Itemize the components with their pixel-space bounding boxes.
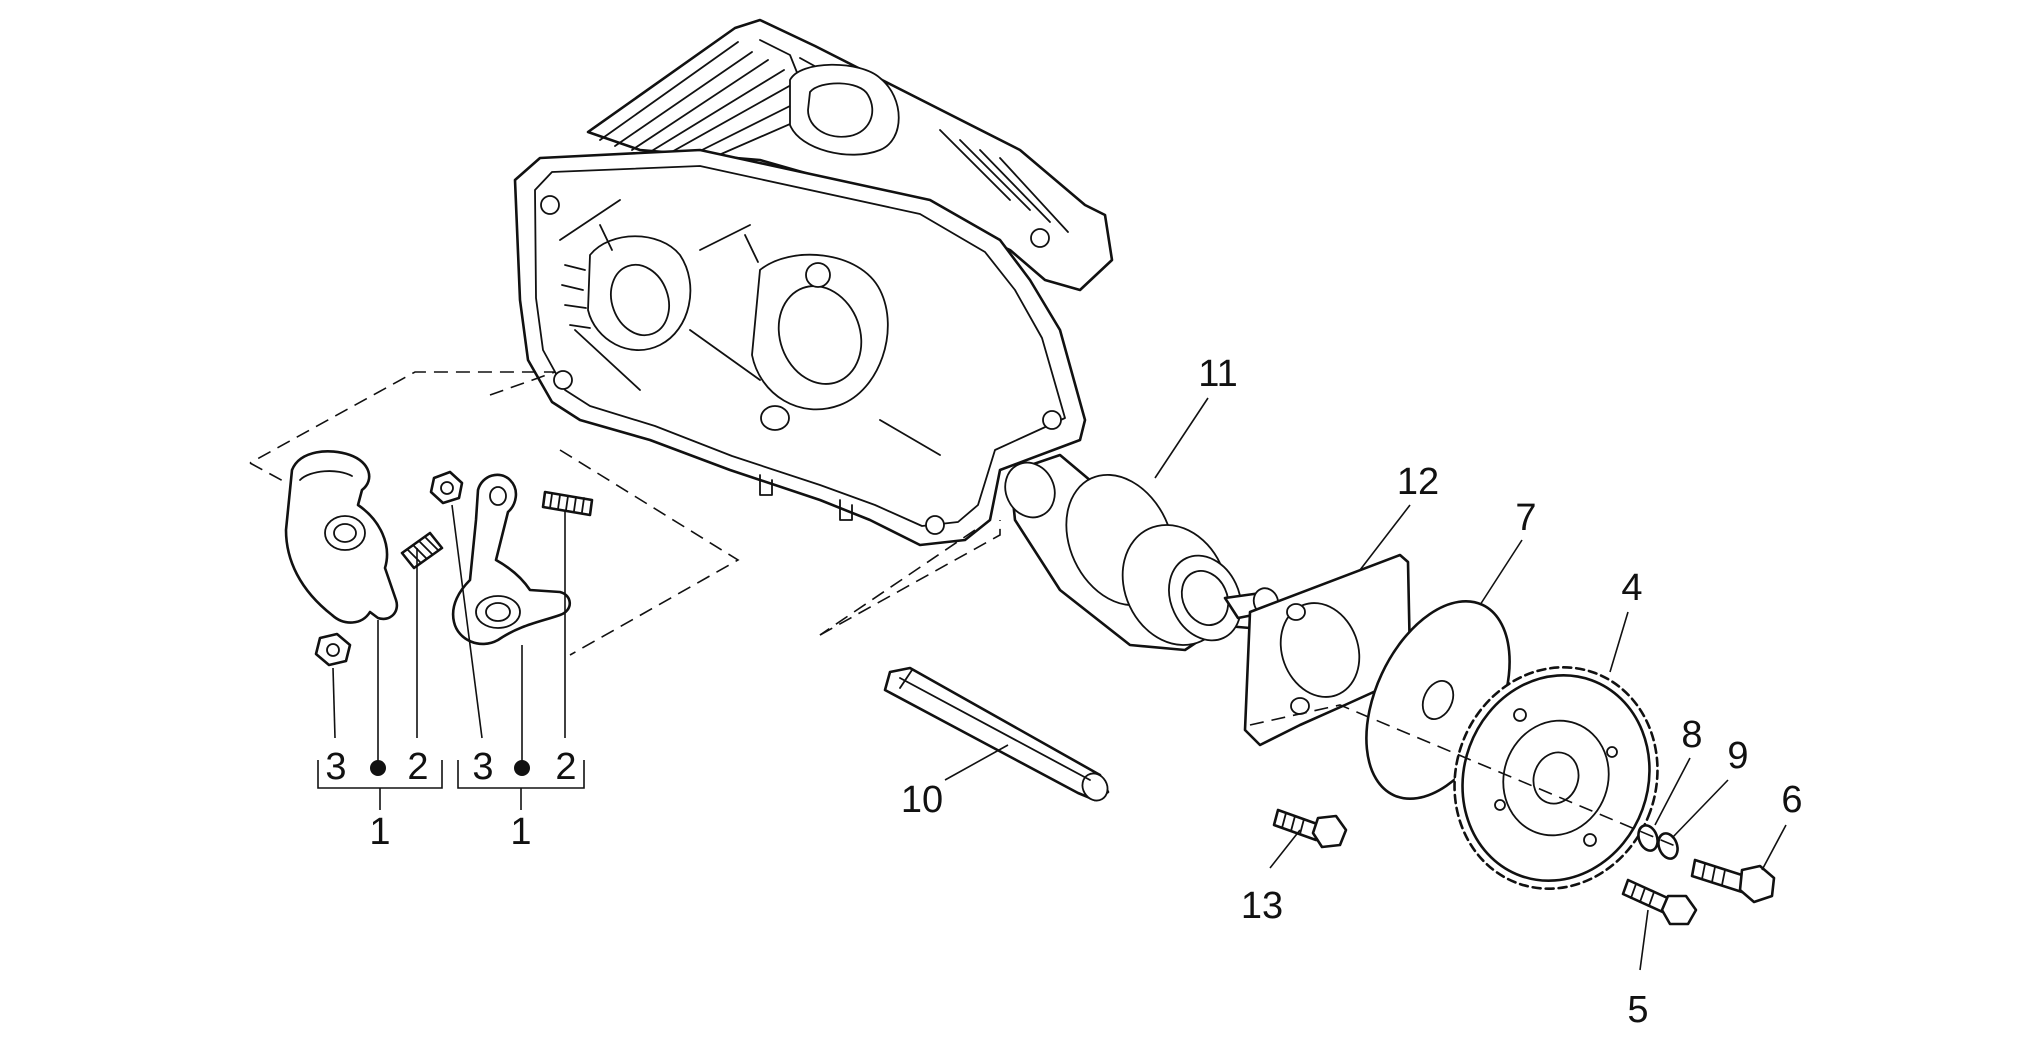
callout-13: 13 [1241, 885, 1283, 927]
callout-6: 6 [1781, 779, 1802, 821]
rocker-arm-right [451, 473, 572, 646]
kit-bracket-right [457, 760, 585, 810]
callout-12: 12 [1397, 461, 1439, 503]
callout-7: 7 [1515, 497, 1536, 539]
timing-sprocket [1453, 666, 1659, 890]
callout-1-right: 1 [510, 811, 531, 853]
washer-9 [1657, 832, 1679, 860]
rocker-locator-line-b [249, 462, 286, 483]
rocker-locator-line-c [559, 449, 740, 656]
shaft-locator-line [819, 520, 1001, 636]
nut-right [429, 470, 464, 505]
callout-3-right: 3 [472, 746, 493, 788]
kit-bracket-left [317, 760, 443, 810]
camshaft-axis-line [1249, 704, 1681, 849]
callout-2-right: 2 [555, 746, 576, 788]
callout-9: 9 [1727, 735, 1748, 777]
kit-dot-right [514, 760, 530, 776]
callout-3-left: 3 [325, 746, 346, 788]
cylinder-head [513, 18, 1114, 547]
callout-2-left: 2 [407, 746, 428, 788]
rocker-locator-line-d [819, 529, 976, 636]
adjuster-screw-left [400, 531, 444, 570]
bolt-5 [1621, 878, 1698, 926]
callout-10: 10 [901, 779, 943, 821]
gasket-plate [1243, 553, 1412, 747]
callout-11: 11 [1198, 353, 1237, 395]
callout-4: 4 [1621, 567, 1642, 609]
leader-lines [332, 397, 1787, 971]
nut-left [314, 632, 352, 667]
callout-1-left: 1 [369, 811, 390, 853]
rocker-locator-line-a [249, 371, 556, 464]
rocker-shaft [883, 666, 1110, 802]
callout-5: 5 [1627, 989, 1648, 1031]
bolt-13 [1272, 808, 1348, 849]
camshaft [1004, 453, 1280, 652]
adjuster-screw-right [541, 490, 594, 517]
callout-8: 8 [1681, 714, 1702, 756]
kit-dot-left [370, 760, 386, 776]
rocker-arm-left [284, 450, 399, 624]
bolt-6 [1690, 858, 1776, 904]
